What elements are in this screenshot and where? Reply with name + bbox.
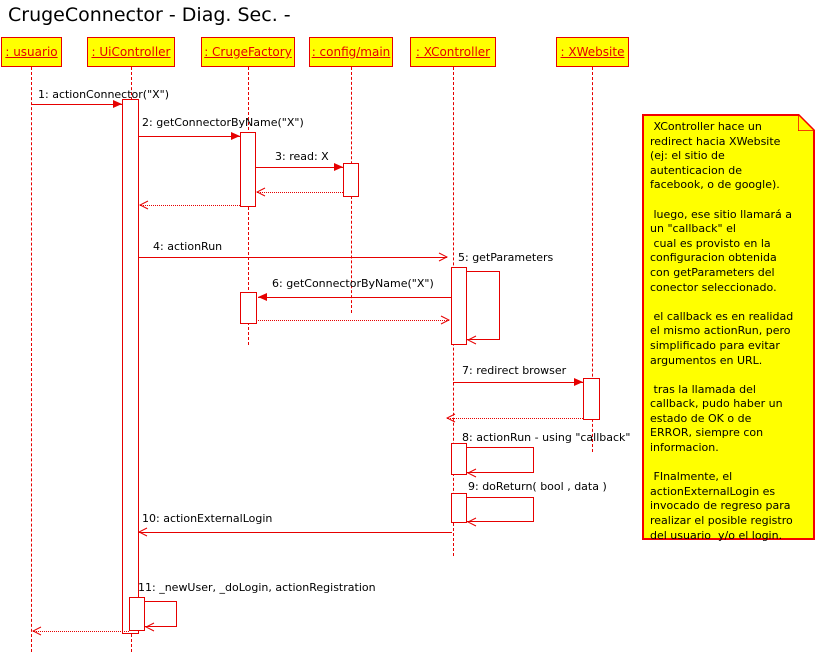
- activation-xcontroller-selfcall-9: [451, 493, 467, 523]
- diagram-title: CrugeConnector - Diag. Sec. -: [8, 4, 291, 26]
- message-3-line: [256, 167, 343, 168]
- activation-xcontroller-1: [451, 267, 467, 345]
- selfcall-loop-getparameters: [467, 271, 500, 340]
- arrowhead-open-left-icon: [256, 187, 266, 197]
- actor-box-config-main: : config/main: [309, 37, 393, 67]
- message-1-line: [31, 104, 122, 105]
- message-2-line: [139, 136, 240, 137]
- arrowhead-open-left-icon: [467, 335, 477, 345]
- activation-xwebsite: [583, 378, 600, 420]
- note-fold-icon: [798, 114, 815, 131]
- arrowhead-filled-right-icon: [231, 132, 240, 140]
- note-text: XController hace un redirect hacia XWebs…: [650, 120, 794, 542]
- activation-crugefactory-2: [240, 292, 257, 324]
- message-2-label: 2: getConnectorByName("X"): [142, 116, 304, 129]
- message-11-label: 11: _newUser, _doLogin, actionRegistrati…: [138, 581, 376, 594]
- selfcall-loop-newuser: [145, 601, 177, 627]
- return-line-config-to-factory: [257, 192, 343, 193]
- actor-label: : usuario: [5, 45, 58, 59]
- message-5-label: 5: getParameters: [458, 251, 554, 264]
- actor-box-uicontroller: : UiController: [87, 37, 175, 67]
- actor-label: : UiController: [91, 45, 171, 59]
- actor-label: : CrugeFactory: [204, 45, 292, 59]
- return-line-factory-to-uicontroller: [140, 205, 240, 206]
- message-8-label: 8: actionRun - using "callback": [462, 431, 631, 444]
- message-3-label: 3: read: X: [275, 150, 329, 163]
- actor-box-xcontroller: : XController: [410, 37, 496, 67]
- arrowhead-open-left-icon: [467, 517, 477, 527]
- activation-config-main: [343, 163, 359, 197]
- actor-box-usuario: : usuario: [1, 37, 62, 67]
- arrowhead-open-left-icon: [467, 468, 477, 478]
- arrowhead-open-left-icon: [138, 527, 148, 537]
- arrowhead-open-left-icon: [145, 622, 155, 632]
- actor-box-xwebsite: : XWebsite: [556, 37, 629, 67]
- actor-label: : XController: [415, 45, 491, 59]
- message-4-label: 4: actionRun: [153, 240, 223, 253]
- activation-uicontroller-selfcall-11: [129, 597, 145, 631]
- lifeline-xwebsite: [592, 67, 593, 452]
- actor-box-crugefactory: : CrugeFactory: [201, 37, 295, 67]
- arrowhead-filled-right-icon: [574, 378, 583, 386]
- selfcall-loop-actionrun-callback: [467, 447, 534, 473]
- return-line-xwebsite-to-xcontroller: [447, 418, 583, 419]
- message-10-line: [139, 532, 452, 533]
- arrowhead-open-left-icon: [446, 413, 456, 423]
- arrowhead-open-right-icon: [440, 315, 450, 325]
- message-4-line: [139, 257, 447, 258]
- actor-label: : config/main: [311, 45, 391, 59]
- message-9-label: 9: doReturn( bool , data ): [468, 480, 607, 493]
- actor-label: : XWebsite: [560, 45, 625, 59]
- activation-xcontroller-selfcall-8: [451, 443, 467, 475]
- arrowhead-filled-left-icon: [258, 293, 267, 301]
- message-10-label: 10: actionExternalLogin: [142, 512, 273, 525]
- arrowhead-filled-right-icon: [113, 100, 122, 108]
- message-6-line: [258, 297, 451, 298]
- return-line-factory-to-xcontroller: [258, 320, 449, 321]
- message-7-label: 7: redirect browser: [462, 364, 567, 377]
- arrowhead-open-left-icon: [32, 626, 42, 636]
- arrowhead-filled-right-icon: [334, 163, 343, 171]
- note: XController hace un redirect hacia XWebs…: [642, 114, 815, 542]
- arrowhead-open-right-icon: [438, 252, 448, 262]
- activation-uicontroller: [122, 99, 139, 634]
- lifeline-usuario: [31, 67, 32, 652]
- selfcall-loop-doreturn: [467, 497, 534, 522]
- message-7-line: [453, 382, 583, 383]
- arrowhead-open-left-icon: [139, 200, 149, 210]
- return-line-uicontroller-to-usuario: [33, 631, 129, 632]
- activation-crugefactory-1: [240, 132, 256, 207]
- message-6-label: 6: getConnectorByName("X"): [272, 277, 434, 290]
- message-1-label: 1: actionConnector("X"): [38, 88, 170, 101]
